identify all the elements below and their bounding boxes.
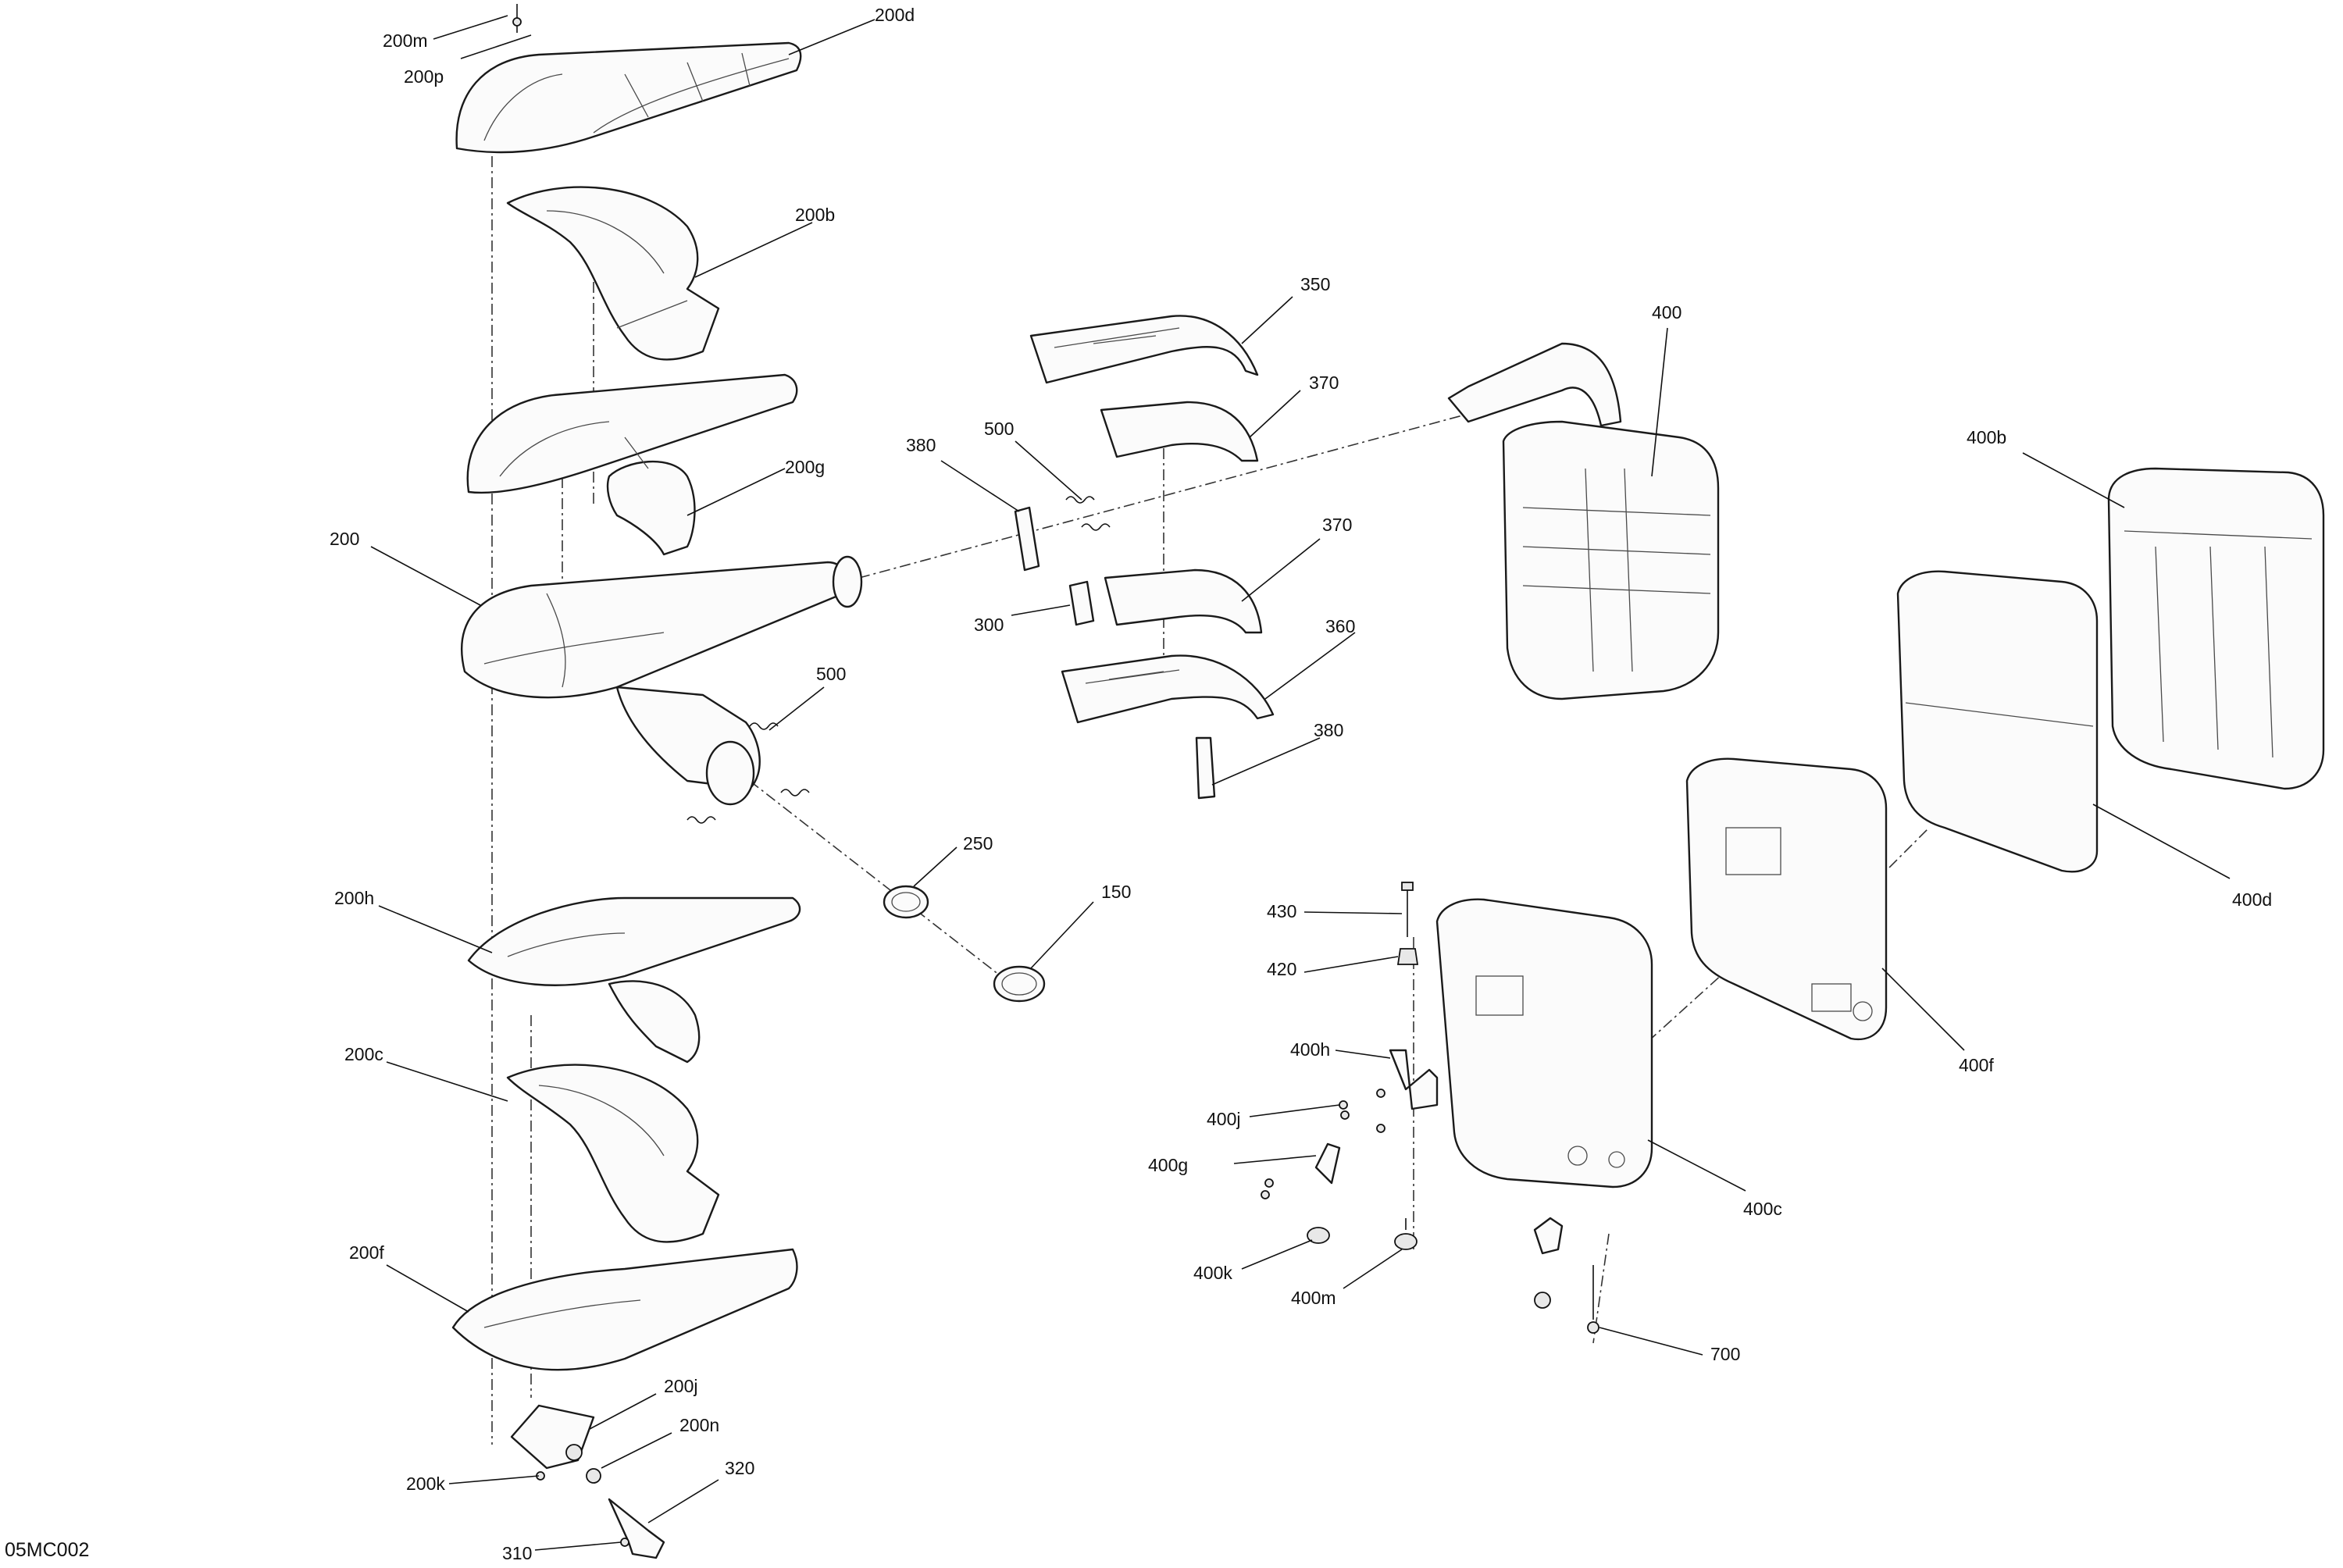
callout-200m: 200m [383,30,428,51]
document-code: 05MC002 [5,1539,89,1561]
callout-400f: 400f [1959,1055,1994,1075]
clamp-ring-150 [993,965,1046,1003]
shield-200f [451,1248,798,1371]
callout-400g: 400g [1148,1155,1188,1175]
callout-200d: 200d [875,5,915,25]
hardware-200n-200k [536,1468,601,1484]
cover-400d [1896,570,2099,873]
pipe-200 [461,555,863,806]
callout-370-lower: 370 [1322,515,1352,535]
muffler-400c [1435,898,1653,1188]
callout-300: 300 [974,615,1004,635]
callout-150: 150 [1101,882,1131,902]
shield-200c [506,1064,720,1243]
callout-500-middle: 500 [984,419,1014,439]
strap-380-upper [1014,506,1040,572]
strap-380-lower [1195,736,1216,800]
callout-400c: 400c [1743,1199,1782,1219]
callout-380-upper: 380 [906,435,936,455]
grommet-420 [1396,948,1419,965]
callout-360: 360 [1325,616,1355,636]
shield-200g [466,373,798,556]
callout-200p: 200p [404,66,444,87]
callout-380-lower: 380 [1314,720,1343,740]
callout-320: 320 [725,1458,754,1478]
callout-370-upper: 370 [1309,372,1339,393]
callout-labels: 200m 200p 200d 200b 200g 200 500 200h 20… [5,5,2272,1563]
callout-200h: 200h [334,888,374,908]
callout-400: 400 [1652,302,1681,323]
callout-200f: 200f [349,1242,384,1263]
callout-200g: 200g [785,457,825,477]
callout-250: 250 [963,833,993,853]
callout-200n: 200n [679,1415,719,1435]
callout-200: 200 [330,529,359,549]
cover-400b [2107,467,2325,790]
callout-430: 430 [1267,901,1296,921]
screws-400j [1339,1089,1385,1133]
clip-300 [1068,580,1095,626]
grommet-400m [1394,1218,1418,1250]
callout-200j: 200j [664,1376,697,1396]
pipe-360 [1061,654,1275,724]
callout-200b: 200b [795,205,835,225]
callout-400j: 400j [1207,1109,1240,1129]
seal-ring-250 [883,885,929,919]
shield-200d [455,41,802,154]
shield-350 [1029,315,1259,384]
callout-400m: 400m [1291,1288,1336,1308]
grommet-400k [1307,1227,1330,1244]
callout-310: 310 [502,1543,532,1563]
callout-400d: 400d [2232,889,2272,910]
bracket-320-310 [608,1498,665,1559]
callout-700: 700 [1710,1344,1740,1364]
callout-400b: 400b [1967,427,2006,447]
muffler-400 [1447,342,1720,700]
cover-400f [1685,757,1888,1041]
sensor-700 [1587,1265,1599,1334]
callout-400k: 400k [1193,1263,1232,1283]
bracket-400g [1261,1142,1341,1199]
shield-200b [506,186,720,361]
callout-200c: 200c [344,1044,383,1064]
bracket-200j [510,1404,595,1470]
callout-500-left: 500 [816,664,846,684]
hardware-200m [512,4,522,33]
heat-shield-370-lower [1104,568,1263,634]
callout-350: 350 [1300,274,1330,294]
springs-500-middle [1065,496,1111,531]
leader-lines [370,15,2231,1551]
heat-shield-370-upper [1100,401,1259,462]
bracket-400c-lower [1533,1217,1564,1309]
callout-200k: 200k [406,1474,445,1494]
bracket-400h [1389,1049,1439,1110]
shield-200h [467,896,801,1064]
springs-500-left [686,722,810,824]
callout-400h: 400h [1290,1039,1330,1060]
bolt-430 [1401,882,1414,937]
callout-420: 420 [1267,959,1296,979]
